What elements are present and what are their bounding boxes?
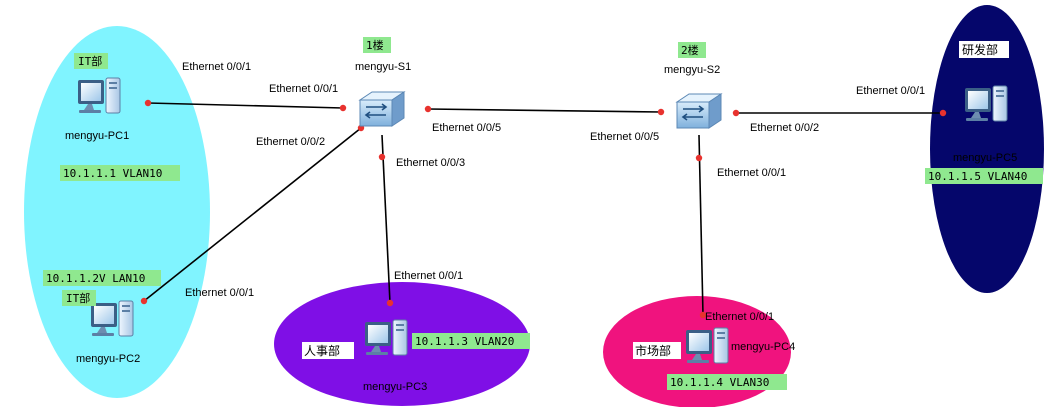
floor-label-s2: 2楼 bbox=[681, 43, 699, 57]
port-dot bbox=[424, 105, 432, 113]
dept-label-pc5: 研发部 bbox=[962, 42, 998, 57]
port-label: Ethernet 0/0/1 bbox=[705, 311, 774, 323]
dept-label-pc3: 人事部 bbox=[304, 343, 340, 358]
switch-s1[interactable] bbox=[359, 91, 405, 127]
port-label: Ethernet 0/0/1 bbox=[717, 167, 786, 179]
ip-label-pc2: 10.1.1.2V LAN10 bbox=[46, 272, 145, 285]
port-label: Ethernet 0/0/3 bbox=[396, 157, 465, 169]
port-dot bbox=[732, 109, 740, 117]
link-s1-pc2 bbox=[143, 127, 362, 302]
switch-name-s1: mengyu-S1 bbox=[355, 61, 411, 73]
port-label: Ethernet 0/0/1 bbox=[182, 61, 251, 73]
port-dot bbox=[386, 299, 394, 307]
pc-name-pc5: mengyu-PC5 bbox=[953, 152, 1017, 164]
pc-name-pc3: mengyu-PC3 bbox=[363, 381, 427, 393]
floor-label-s1: 1楼 bbox=[366, 38, 384, 52]
rd-zone bbox=[930, 5, 1044, 293]
dept-badge-pc3 bbox=[302, 342, 354, 359]
ip-badge-pc1 bbox=[60, 165, 180, 181]
port-label: Ethernet 0/0/2 bbox=[256, 136, 325, 148]
port-dot bbox=[339, 104, 347, 112]
port-dot bbox=[695, 154, 703, 162]
link-pc1-s1 bbox=[147, 102, 344, 109]
ip-badge-pc4 bbox=[667, 374, 787, 390]
dept-label-pc1: IT部 bbox=[78, 54, 102, 68]
port-dot bbox=[939, 109, 947, 117]
switch-icon bbox=[676, 93, 722, 129]
switch-name-s2: mengyu-S2 bbox=[664, 64, 720, 76]
ip-badge-pc2 bbox=[43, 270, 161, 286]
port-label: Ethernet 0/0/1 bbox=[185, 287, 254, 299]
link-s1-pc3 bbox=[381, 134, 391, 304]
port-dot bbox=[140, 297, 148, 305]
floor-badge-s1 bbox=[363, 37, 391, 53]
dept-badge-pc1 bbox=[74, 53, 108, 69]
port-dot bbox=[699, 311, 707, 319]
dept-badge-pc2 bbox=[62, 290, 96, 306]
switch-s2[interactable] bbox=[676, 93, 722, 129]
link-s2-pc4 bbox=[698, 134, 704, 316]
port-label: Ethernet 0/0/5 bbox=[432, 122, 501, 134]
port-label: Ethernet 0/0/1 bbox=[856, 85, 925, 97]
ip-badge-pc3 bbox=[412, 333, 530, 349]
ip-label-pc3: 10.1.1.3 VLAN20 bbox=[415, 335, 514, 348]
ip-label-pc4: 10.1.1.4 VLAN30 bbox=[670, 376, 769, 389]
port-dot bbox=[657, 108, 665, 116]
pc-name-pc1: mengyu-PC1 bbox=[65, 130, 129, 142]
ip-label-pc1: 10.1.1.1 VLAN10 bbox=[63, 167, 162, 180]
port-label: Ethernet 0/0/2 bbox=[750, 122, 819, 134]
link-s1-s2 bbox=[427, 108, 662, 113]
dept-badge-pc4 bbox=[633, 342, 681, 359]
port-label: Ethernet 0/0/5 bbox=[590, 131, 659, 143]
port-label: Ethernet 0/0/1 bbox=[269, 83, 338, 95]
dept-badge-pc5 bbox=[959, 41, 1009, 58]
pc-name-pc4: mengyu-PC4 bbox=[731, 341, 795, 353]
ip-label-pc5: 10.1.1.5 VLAN40 bbox=[928, 170, 1027, 183]
switch-icon bbox=[359, 91, 405, 127]
floor-badge-s2 bbox=[678, 42, 706, 58]
port-dot bbox=[378, 153, 386, 161]
pc-name-pc2: mengyu-PC2 bbox=[76, 353, 140, 365]
dept-label-pc4: 市场部 bbox=[635, 343, 671, 358]
port-dot bbox=[144, 99, 152, 107]
ip-badge-pc5 bbox=[925, 168, 1043, 184]
dept-label-pc2: IT部 bbox=[66, 291, 90, 305]
port-label: Ethernet 0/0/1 bbox=[394, 270, 463, 282]
